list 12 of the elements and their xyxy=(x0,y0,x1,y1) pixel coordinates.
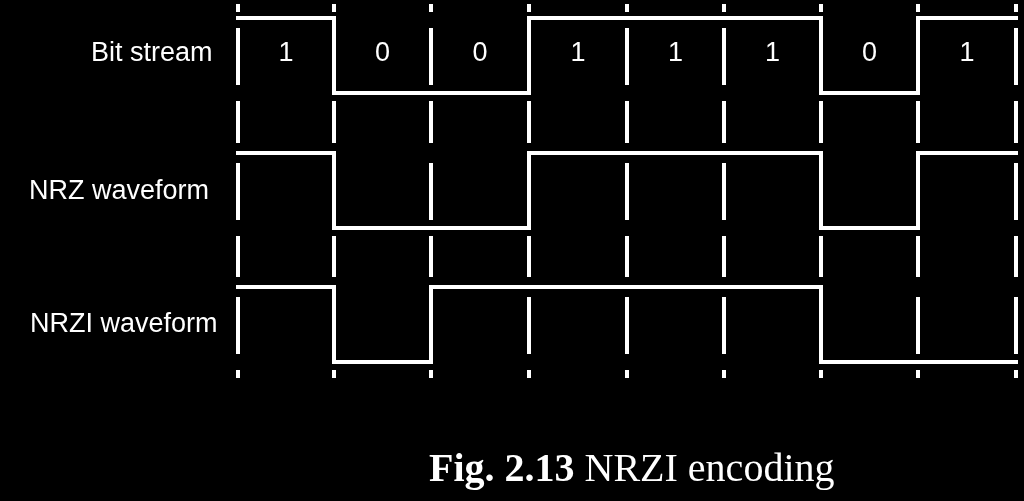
bit-value: 1 xyxy=(668,38,684,66)
bit-value: 0 xyxy=(862,38,878,66)
figure-caption: Fig. 2.13 NRZI encoding xyxy=(429,448,835,488)
bit-value: 0 xyxy=(375,38,391,66)
bit-value: 1 xyxy=(278,38,294,66)
row-label: Bit stream xyxy=(91,38,213,66)
bit-value: 1 xyxy=(959,38,975,66)
bit-value: 1 xyxy=(570,38,586,66)
row-label: NRZ waveform xyxy=(29,176,210,204)
bit-value: 1 xyxy=(765,38,781,66)
bit-value: 0 xyxy=(472,38,488,66)
row-label: NRZI waveform xyxy=(30,309,218,337)
